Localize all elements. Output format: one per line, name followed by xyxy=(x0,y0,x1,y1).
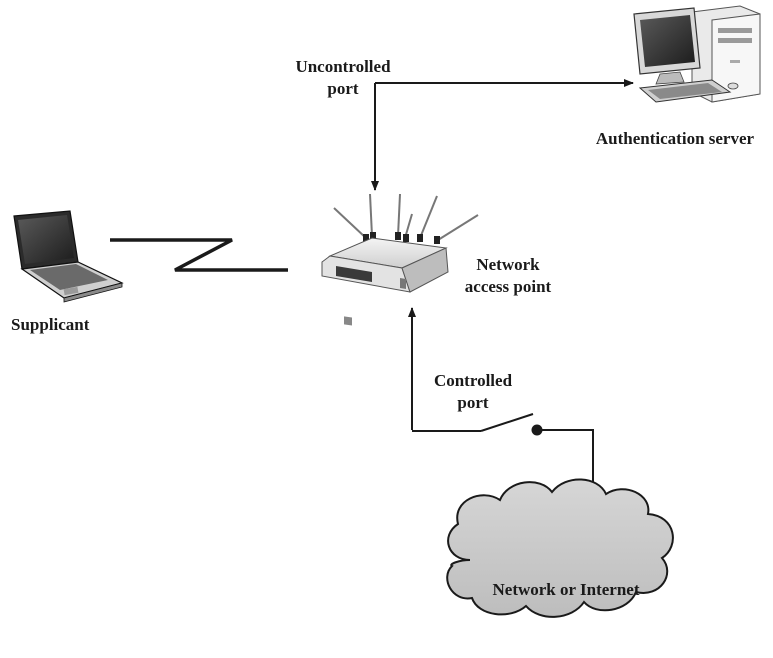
cloud-shape xyxy=(446,478,674,618)
access-point-label-line1: Network xyxy=(476,255,540,274)
controlled-port-label: Controlled port xyxy=(418,370,528,414)
controlled-port-label-line2: port xyxy=(457,393,489,412)
uncontrolled-port-label-line2: port xyxy=(327,79,359,98)
auth-server-label-text: Authentication server xyxy=(595,129,755,148)
wireless-link xyxy=(110,238,288,272)
controlled-port-label-line1: Controlled xyxy=(433,371,513,390)
internet-label: Network or Internet xyxy=(466,579,666,601)
server-icon xyxy=(633,5,761,103)
internet-label-text: Network or Internet xyxy=(492,580,640,599)
supplicant-label-text: Supplicant xyxy=(11,315,90,334)
auth-server-label: Authentication server xyxy=(580,128,770,150)
switch-blade xyxy=(480,413,534,432)
access-point-label: Network access point xyxy=(452,254,564,298)
supplicant-label: Supplicant xyxy=(11,314,89,336)
laptop-icon xyxy=(13,210,124,303)
uncontrolled-port-label-line1: Uncontrolled xyxy=(295,57,391,76)
uncontrolled-port-label: Uncontrolled port xyxy=(278,56,408,100)
access-point-label-line2: access point xyxy=(464,277,552,296)
router-icon xyxy=(321,193,479,326)
